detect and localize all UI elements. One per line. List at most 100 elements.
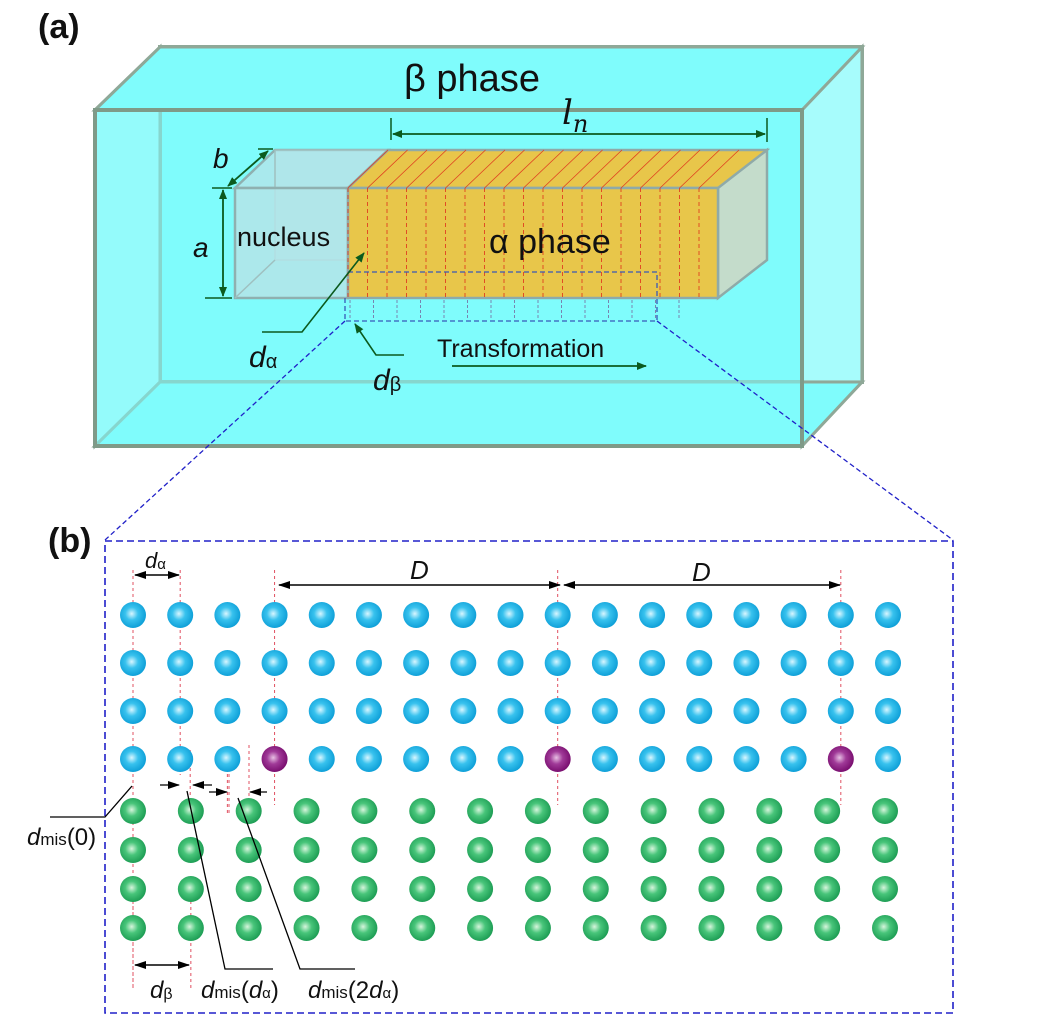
alpha-atom	[120, 650, 146, 676]
beta-atom	[409, 876, 436, 902]
alpha-atom	[167, 650, 194, 676]
dmis0-label: dmis(0)	[27, 824, 96, 851]
beta-atom	[351, 915, 378, 941]
beta-atom	[582, 876, 609, 902]
alpha-atom	[214, 602, 241, 628]
alpha-atom	[167, 602, 194, 628]
beta-atom	[524, 876, 551, 902]
alpha-atom	[591, 650, 618, 676]
alpha-atom	[544, 602, 571, 628]
dimension-b-label: b	[213, 143, 229, 174]
alpha-atom	[308, 650, 335, 676]
transformation-label: Transformation	[437, 335, 604, 363]
dmis1-label: dmis(dα)	[201, 977, 279, 1004]
alpha-plane-top	[406, 149, 447, 189]
alpha-atom	[780, 650, 807, 676]
beta-atom	[293, 837, 320, 863]
beta-atom	[872, 837, 898, 863]
beta-atom	[351, 876, 378, 902]
nucleus-label: nucleus	[237, 222, 330, 252]
alpha-plane-top	[679, 149, 720, 189]
alpha-atom	[591, 746, 618, 772]
alpha-atom	[261, 650, 288, 676]
alpha-atom	[875, 602, 901, 628]
beta-atom	[120, 876, 146, 902]
alpha-plane-top	[562, 149, 603, 189]
alpha-atom	[403, 602, 430, 628]
beta-atom	[582, 915, 609, 941]
coincidence-atom	[827, 746, 854, 772]
beta-atom	[640, 837, 667, 863]
alpha-atom	[639, 650, 666, 676]
beta-atom	[293, 876, 320, 902]
alpha-plane-top	[464, 149, 506, 189]
dimension-b	[227, 148, 273, 187]
d-beta-label: dβ	[373, 364, 401, 397]
dmis0-leader	[50, 785, 133, 818]
alpha-atom	[733, 698, 760, 724]
beta-atom	[524, 798, 551, 824]
alpha-atom	[120, 698, 146, 724]
alpha-plane-top	[659, 149, 701, 189]
beta-atom	[235, 915, 262, 941]
alpha-atom	[355, 746, 382, 772]
beta-atom	[351, 837, 378, 863]
beta-atom	[814, 876, 841, 902]
alpha-atom	[450, 650, 477, 676]
beta-atom	[756, 876, 783, 902]
beta-atom	[698, 915, 725, 941]
beta-atom	[409, 798, 436, 824]
D-label-1: D	[410, 555, 429, 585]
alpha-atom	[120, 602, 146, 628]
beta-atom	[814, 915, 841, 941]
zoomed-interface-frame	[104, 540, 954, 1014]
beta-atom	[698, 876, 725, 902]
alpha-atom	[308, 746, 335, 772]
b-d-alpha-label: dα	[145, 548, 166, 573]
beta-atom	[814, 837, 841, 863]
beta-atom	[235, 837, 262, 863]
beta-atom	[467, 837, 494, 863]
beta-atom	[872, 915, 898, 941]
alpha-plane-top	[386, 149, 428, 189]
alpha-atom	[355, 602, 382, 628]
beta-atom	[698, 798, 725, 824]
beta-atom	[177, 915, 204, 941]
alpha-atom	[591, 698, 618, 724]
alpha-atom	[497, 602, 524, 628]
alpha-atom	[308, 602, 335, 628]
alpha-atom	[450, 602, 477, 628]
beta-atom	[467, 798, 494, 824]
alpha-atom	[544, 698, 571, 724]
beta-atom	[351, 798, 378, 824]
d-alpha-leader	[262, 252, 365, 333]
alpha-atom	[167, 698, 194, 724]
beta-atom	[177, 876, 204, 902]
alpha-phase-box	[344, 147, 771, 301]
alpha-plane-top	[445, 149, 486, 189]
alpha-atom	[875, 746, 901, 772]
panel-a-label: (a)	[38, 8, 80, 46]
alpha-atom	[214, 698, 241, 724]
D-label-2: D	[692, 557, 711, 587]
alpha-plane-top	[367, 149, 408, 189]
alpha-atom	[450, 746, 477, 772]
alpha-atom	[639, 746, 666, 772]
alpha-phase-label: α phase	[489, 223, 611, 261]
alpha-atom	[733, 650, 760, 676]
beta-atom	[582, 837, 609, 863]
alpha-atom	[355, 698, 382, 724]
alpha-atom	[733, 602, 760, 628]
alpha-plane-top	[698, 149, 740, 189]
length-dimension: ln	[390, 93, 768, 142]
beta-phase-label: β phase	[404, 58, 540, 100]
alpha-atom	[875, 698, 901, 724]
beta-atom	[640, 915, 667, 941]
beta-atom	[814, 798, 841, 824]
beta-atom	[120, 798, 146, 824]
alpha-atom	[780, 698, 807, 724]
d-beta-leader	[354, 323, 404, 356]
beta-atom	[872, 876, 898, 902]
beta-atom	[120, 915, 146, 941]
beta-atom	[698, 837, 725, 863]
